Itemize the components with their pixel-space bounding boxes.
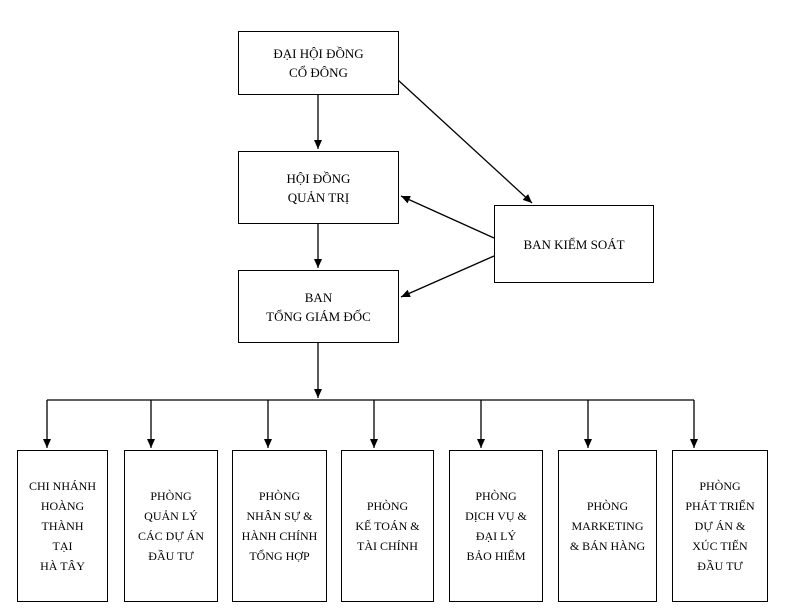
ceo-label: BAN TỔNG GIÁM ĐỐC xyxy=(266,289,371,324)
department-box-4: PHÒNG KẾ TOÁN & TÀI CHÍNH xyxy=(341,450,434,602)
control-box: BAN KIỂM SOÁT xyxy=(494,205,654,283)
board-label: HỘI ĐỒNG QUẢN TRỊ xyxy=(286,170,351,205)
department-label-7: PHÒNG PHÁT TRIỂN DỰ ÁN & XÚC TIẾN ĐẦU TƯ xyxy=(685,479,755,573)
department-label-5: PHÒNG DỊCH VỤ & ĐẠI LÝ BẢO HIỂM xyxy=(465,489,527,563)
department-box-3: PHÒNG NHÂN SỰ & HÀNH CHÍNH TỔNG HỢP xyxy=(232,450,327,602)
shareholders-label: ĐẠI HỘI ĐỒNG CỔ ĐÔNG xyxy=(273,46,364,80)
arrow-control-to-ceo xyxy=(400,255,495,298)
department-label-2: PHÒNG QUẢN LÝ CÁC DỰ ÁN ĐẦU TƯ xyxy=(138,489,204,563)
control-label: BAN KIỂM SOÁT xyxy=(523,236,625,252)
arrow-control-to-board xyxy=(400,195,495,239)
department-label-3: PHÒNG NHÂN SỰ & HÀNH CHÍNH TỔNG HỢP xyxy=(241,489,318,563)
department-box-6: PHÒNG MARKETING & BÁN HÀNG xyxy=(558,450,657,602)
department-box-7: PHÒNG PHÁT TRIỂN DỰ ÁN & XÚC TIẾN ĐẦU TƯ xyxy=(672,450,768,602)
ceo-box: BAN TỔNG GIÁM ĐỐC xyxy=(238,270,399,343)
board-box: HỘI ĐỒNG QUẢN TRỊ xyxy=(238,151,399,224)
department-label-4: PHÒNG KẾ TOÁN & TÀI CHÍNH xyxy=(355,499,420,553)
department-box-2: PHÒNG QUẢN LÝ CÁC DỰ ÁN ĐẦU TƯ xyxy=(124,450,218,602)
department-label-1: CHI NHÁNH HOÀNG THÀNH TẠI HÀ TÂY xyxy=(29,479,96,573)
department-label-6: PHÒNG MARKETING & BÁN HÀNG xyxy=(569,499,646,553)
department-box-5: PHÒNG DỊCH VỤ & ĐẠI LÝ BẢO HIỂM xyxy=(449,450,543,602)
department-box-1: CHI NHÁNH HOÀNG THÀNH TẠI HÀ TÂY xyxy=(17,450,108,602)
shareholders-box: ĐẠI HỘI ĐỒNG CỔ ĐÔNG xyxy=(238,31,399,95)
arrow-shareholders-to-control xyxy=(397,79,533,204)
